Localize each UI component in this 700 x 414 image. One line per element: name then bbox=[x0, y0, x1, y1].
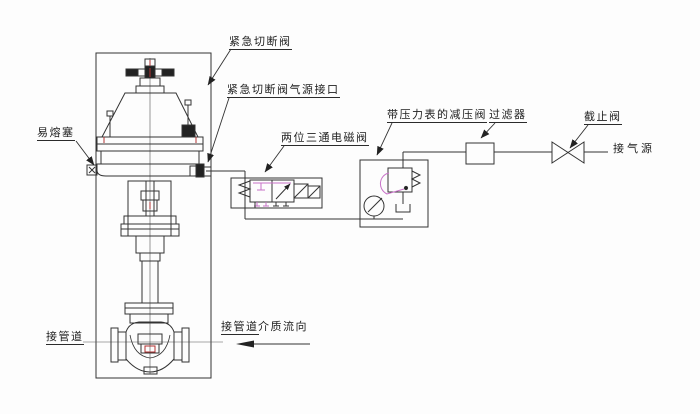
label-fusible-plug: 易熔塞 bbox=[37, 127, 75, 141]
regulator-spring-symbol bbox=[410, 170, 422, 188]
label-regulator: 带压力表的减压阀 bbox=[387, 109, 487, 123]
label-stop-valve: 截止阀 bbox=[584, 111, 622, 125]
vent-cap bbox=[181, 124, 196, 138]
solenoid-pink-ports bbox=[253, 182, 291, 207]
regulator-symbol bbox=[359, 159, 429, 228]
label-solenoid-valve: 两位三通电磁阀 bbox=[281, 132, 369, 146]
solenoid-valve-symbol bbox=[230, 177, 323, 209]
exhaust-port-symbol bbox=[395, 204, 411, 213]
pilot-line-pink bbox=[380, 172, 405, 195]
label-flow-direction: 介质流向 bbox=[258, 321, 308, 333]
label-emergency-valve: 紧急切断阀 bbox=[229, 36, 292, 50]
label-pipe-right: 接管道 bbox=[221, 321, 259, 335]
right-pipe-flange bbox=[181, 327, 190, 363]
label-air-source: 接气源 bbox=[613, 143, 655, 155]
stop-valve-symbol bbox=[551, 141, 585, 164]
label-pipe-left: 接管道 bbox=[46, 331, 84, 345]
valve-assembly-outline bbox=[95, 52, 212, 379]
filter-symbol bbox=[465, 142, 495, 165]
leader-lines bbox=[75, 48, 589, 173]
valve-body bbox=[110, 302, 190, 375]
label-air-port: 紧急切断阀气源接口 bbox=[227, 84, 340, 98]
yoke-and-stem bbox=[120, 180, 180, 304]
air-port-fitting bbox=[189, 163, 212, 178]
label-filter: 过滤器 bbox=[489, 109, 527, 123]
solenoid-coil-symbol bbox=[307, 185, 321, 199]
leader-air-port bbox=[207, 97, 230, 163]
handwheel-left-grip bbox=[125, 68, 139, 77]
left-pipe-flange bbox=[110, 327, 119, 363]
flow-path-arrow bbox=[275, 183, 291, 200]
leader-emergency-valve bbox=[207, 48, 232, 86]
leader-regulator bbox=[376, 122, 393, 156]
leader-stop-valve bbox=[569, 124, 589, 149]
leader-solenoid bbox=[264, 145, 285, 173]
flow-direction-arrow bbox=[236, 340, 310, 348]
actuator bbox=[86, 58, 212, 178]
handwheel-right-grip bbox=[161, 68, 175, 77]
leader-filter bbox=[480, 122, 496, 139]
leader-fusible-plug bbox=[75, 140, 95, 166]
air-pipes bbox=[206, 151, 608, 220]
red-detail-marks bbox=[103, 60, 197, 353]
